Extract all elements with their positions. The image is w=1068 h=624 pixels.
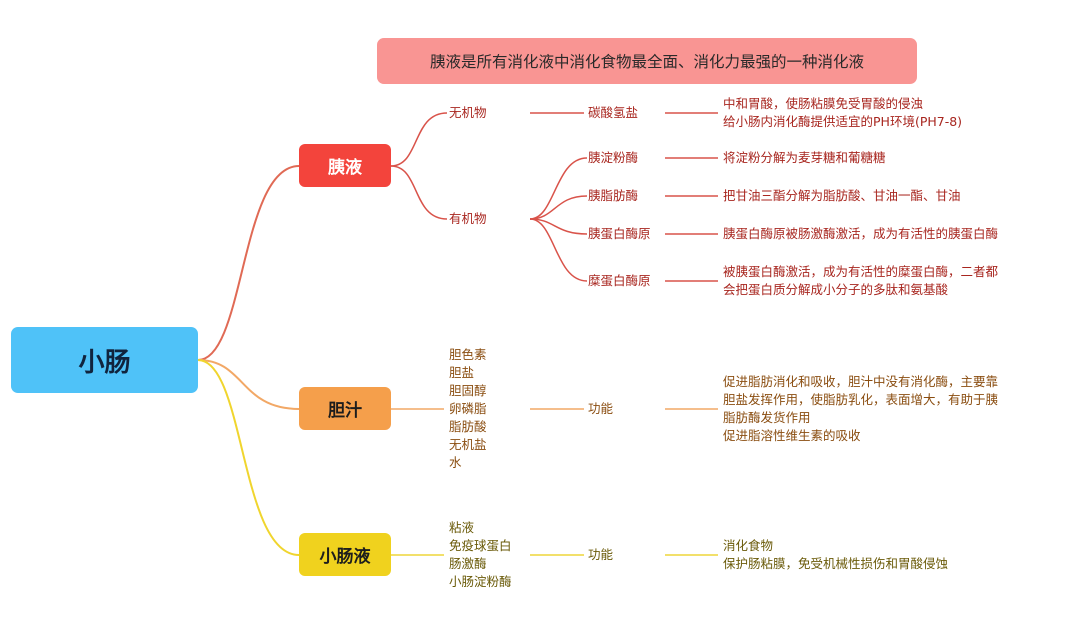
- topic-intestinal-juice[interactable]: 小肠液: [299, 533, 391, 576]
- desc-line: 胆盐发挥作用，使脂肪乳化，表面增大，有助于胰: [723, 392, 999, 407]
- node-bile-function[interactable]: 功能: [588, 401, 614, 416]
- node-pancreatic-lipase-desc[interactable]: 把甘油三酯分解为脂肪酸、甘油一酯、甘油: [723, 188, 961, 203]
- topic-pancreatic-juice[interactable]: 胰液: [299, 144, 391, 187]
- desc-line: 促进脂溶性维生素的吸收: [723, 428, 861, 443]
- node-intestinal-components[interactable]: 粘液 免疫球蛋白 肠激酶 小肠淀粉酶: [449, 519, 512, 591]
- component-item: 小肠淀粉酶: [449, 574, 512, 589]
- node-bicarbonate[interactable]: 碳酸氢盐: [588, 105, 639, 120]
- desc-line: 脂肪酶发货作用: [723, 410, 811, 425]
- node-bile-function-desc[interactable]: 促进脂肪消化和吸收，胆汁中没有消化酶，主要靠 胆盐发挥作用，使脂肪乳化，表面增大…: [723, 373, 998, 445]
- node-intestinal-function-desc[interactable]: 消化食物 保护肠粘膜，免受机械性损伤和胃酸侵蚀: [723, 537, 948, 573]
- component-item: 卵磷脂: [449, 401, 487, 416]
- desc-line: 保护肠粘膜，免受机械性损伤和胃酸侵蚀: [723, 556, 949, 571]
- desc-line: 消化食物: [723, 538, 774, 553]
- component-item: 免疫球蛋白: [449, 538, 512, 553]
- node-chymotrypsinogen-desc[interactable]: 被胰蛋白酶激活，成为有活性的糜蛋白酶，二者都 会把蛋白质分解成小分子的多肽和氨基…: [723, 263, 998, 299]
- node-intestinal-function[interactable]: 功能: [588, 547, 614, 562]
- root-node[interactable]: 小肠: [11, 327, 198, 393]
- node-trypsinogen[interactable]: 胰蛋白酶原: [588, 226, 651, 241]
- component-item: 无机盐: [449, 437, 487, 452]
- node-inorganic[interactable]: 无机物: [449, 105, 487, 120]
- node-bicarbonate-desc[interactable]: 中和胃酸，使肠粘膜免受胃酸的侵浊 给小肠内消化酶提供适宜的PH环境(PH7-8): [723, 95, 962, 131]
- component-item: 脂肪酸: [449, 419, 487, 434]
- desc-line: 给小肠内消化酶提供适宜的PH环境(PH7-8): [723, 114, 963, 129]
- topic-bile[interactable]: 胆汁: [299, 387, 391, 430]
- component-item: 肠激酶: [449, 556, 487, 571]
- component-item: 水: [449, 455, 462, 470]
- node-pancreatic-amylase[interactable]: 胰淀粉酶: [588, 150, 639, 165]
- component-item: 胆固醇: [449, 383, 487, 398]
- desc-line: 促进脂肪消化和吸收，胆汁中没有消化酶，主要靠: [723, 374, 999, 389]
- node-trypsinogen-desc[interactable]: 胰蛋白酶原被肠激酶激活，成为有活性的胰蛋白酶: [723, 226, 999, 241]
- desc-line: 被胰蛋白酶激活，成为有活性的糜蛋白酶，二者都: [723, 264, 999, 279]
- component-item: 粘液: [449, 520, 475, 535]
- node-pancreatic-amylase-desc[interactable]: 将淀粉分解为麦芽糖和葡糖糖: [723, 150, 886, 165]
- node-pancreatic-lipase[interactable]: 胰脂肪酶: [588, 188, 639, 203]
- component-item: 胆色素: [449, 347, 487, 362]
- node-bile-components[interactable]: 胆色素 胆盐 胆固醇 卵磷脂 脂肪酸 无机盐 水: [449, 346, 487, 472]
- desc-line: 中和胃酸，使肠粘膜免受胃酸的侵浊: [723, 96, 924, 111]
- node-chymotrypsinogen[interactable]: 糜蛋白酶原: [588, 273, 651, 288]
- callout-note[interactable]: 胰液是所有消化液中消化食物最全面、消化力最强的一种消化液: [377, 38, 917, 84]
- node-organic[interactable]: 有机物: [449, 211, 487, 226]
- component-item: 胆盐: [449, 365, 475, 380]
- desc-line: 会把蛋白质分解成小分子的多肽和氨基酸: [723, 282, 949, 297]
